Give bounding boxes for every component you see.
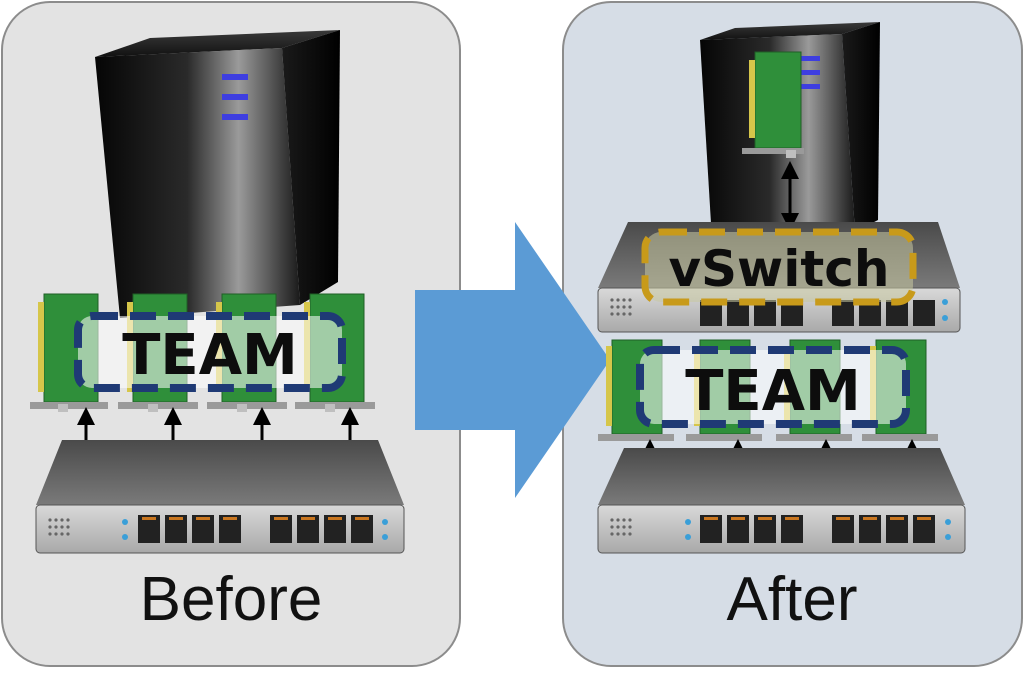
network-switch-icon <box>35 440 405 554</box>
vswitch-label: vSwitch <box>668 240 889 298</box>
network-switch-icon <box>597 448 966 554</box>
team-label: TEAM <box>122 323 298 388</box>
vswitch-box <box>641 228 917 306</box>
team-box <box>636 346 910 428</box>
team-box <box>74 312 346 392</box>
before-caption: Before <box>140 565 323 634</box>
server-tower-icon <box>95 30 340 318</box>
network-card-icon <box>742 51 804 158</box>
transition-arrow <box>415 222 610 498</box>
team-label: TEAM <box>685 359 861 424</box>
after-caption: After <box>727 565 858 634</box>
